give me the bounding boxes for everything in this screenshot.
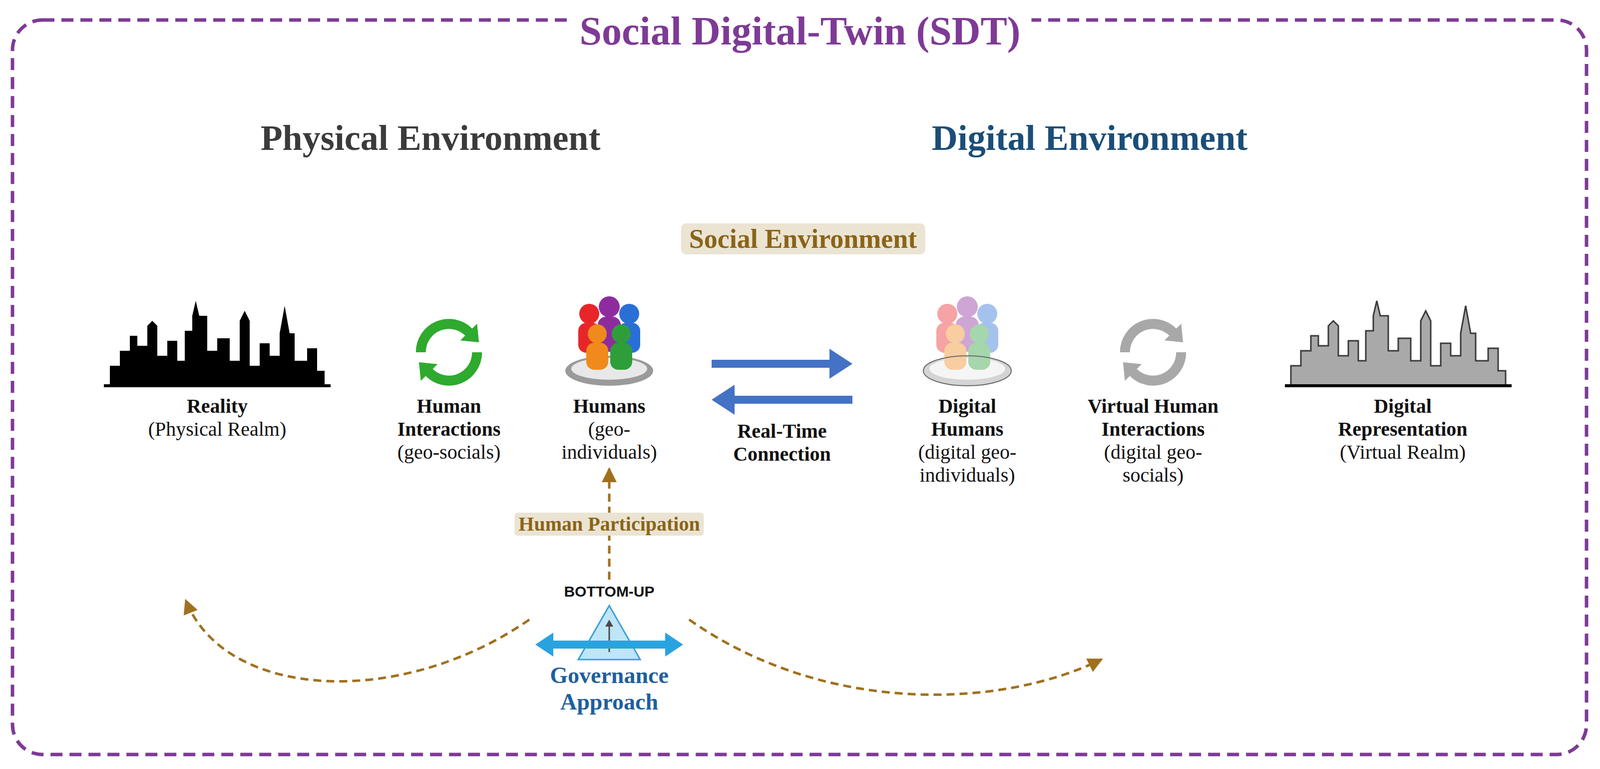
social-environment-ellipse: Social EnvironmentHuman Interactions(geo… [328,244,1278,570]
node-subtitle: Governance Approach [534,662,685,716]
virtual-interactions-node: Virtual Human Interactions(digital geo-s… [1078,319,1228,490]
digital-humans-node: Digital Humans(digital geo-individuals) [894,294,1040,490]
connector [711,348,853,415]
connector [689,619,1102,695]
diagram-title: Social Digital-Twin (SDT) [568,8,1032,53]
node-subtitle: (Physical Realm) [148,417,287,441]
human-interactions-node: Human Interactions(geo-socials) [389,319,509,467]
digital-representation-node: Digital Representation(Virtual Realm) [1325,289,1481,467]
environment-heading: Social Environment [681,223,926,255]
digital-humans-icon [923,296,1012,386]
physical-skyline [103,300,331,386]
humans-node: Humans(geo-individuals) [549,294,670,467]
environment-heading: Physical Environment [260,117,601,159]
digital-skyline [1284,300,1512,386]
node-title: Digital Representation [1330,394,1476,441]
node-subtitle: (geo-individuals) [554,417,665,464]
node-title: Human Interactions [394,394,504,441]
node-subtitle: (digital geo-individuals) [899,440,1035,487]
humans-icon [565,296,654,386]
governance-node: BOTTOM-UP Governance Approach [529,579,690,719]
node-subtitle: (digital geo-socials) [1083,440,1223,487]
virtual-cycle-icon [1123,323,1184,381]
connector [185,599,530,681]
edge-label: Human Participation [514,512,704,536]
reality-node: Reality(Physical Realm) [143,289,292,444]
node-subtitle: (geo-socials) [394,440,504,464]
interaction-cycle-icon [419,323,479,381]
node-title: Virtual Human Interactions [1083,394,1223,441]
node-subtitle: (Virtual Realm) [1330,440,1476,464]
edge-label: Real-Time Connection [722,419,842,466]
node-title: BOTTOM-UP [534,582,685,601]
environment-heading: Digital Environment [931,117,1248,159]
node-title: Humans [554,394,665,418]
governance-pyramid [535,605,684,660]
outer-dashed-border [12,19,1587,755]
node-title: Reality [148,394,287,418]
node-title: Digital Humans [899,394,1035,441]
